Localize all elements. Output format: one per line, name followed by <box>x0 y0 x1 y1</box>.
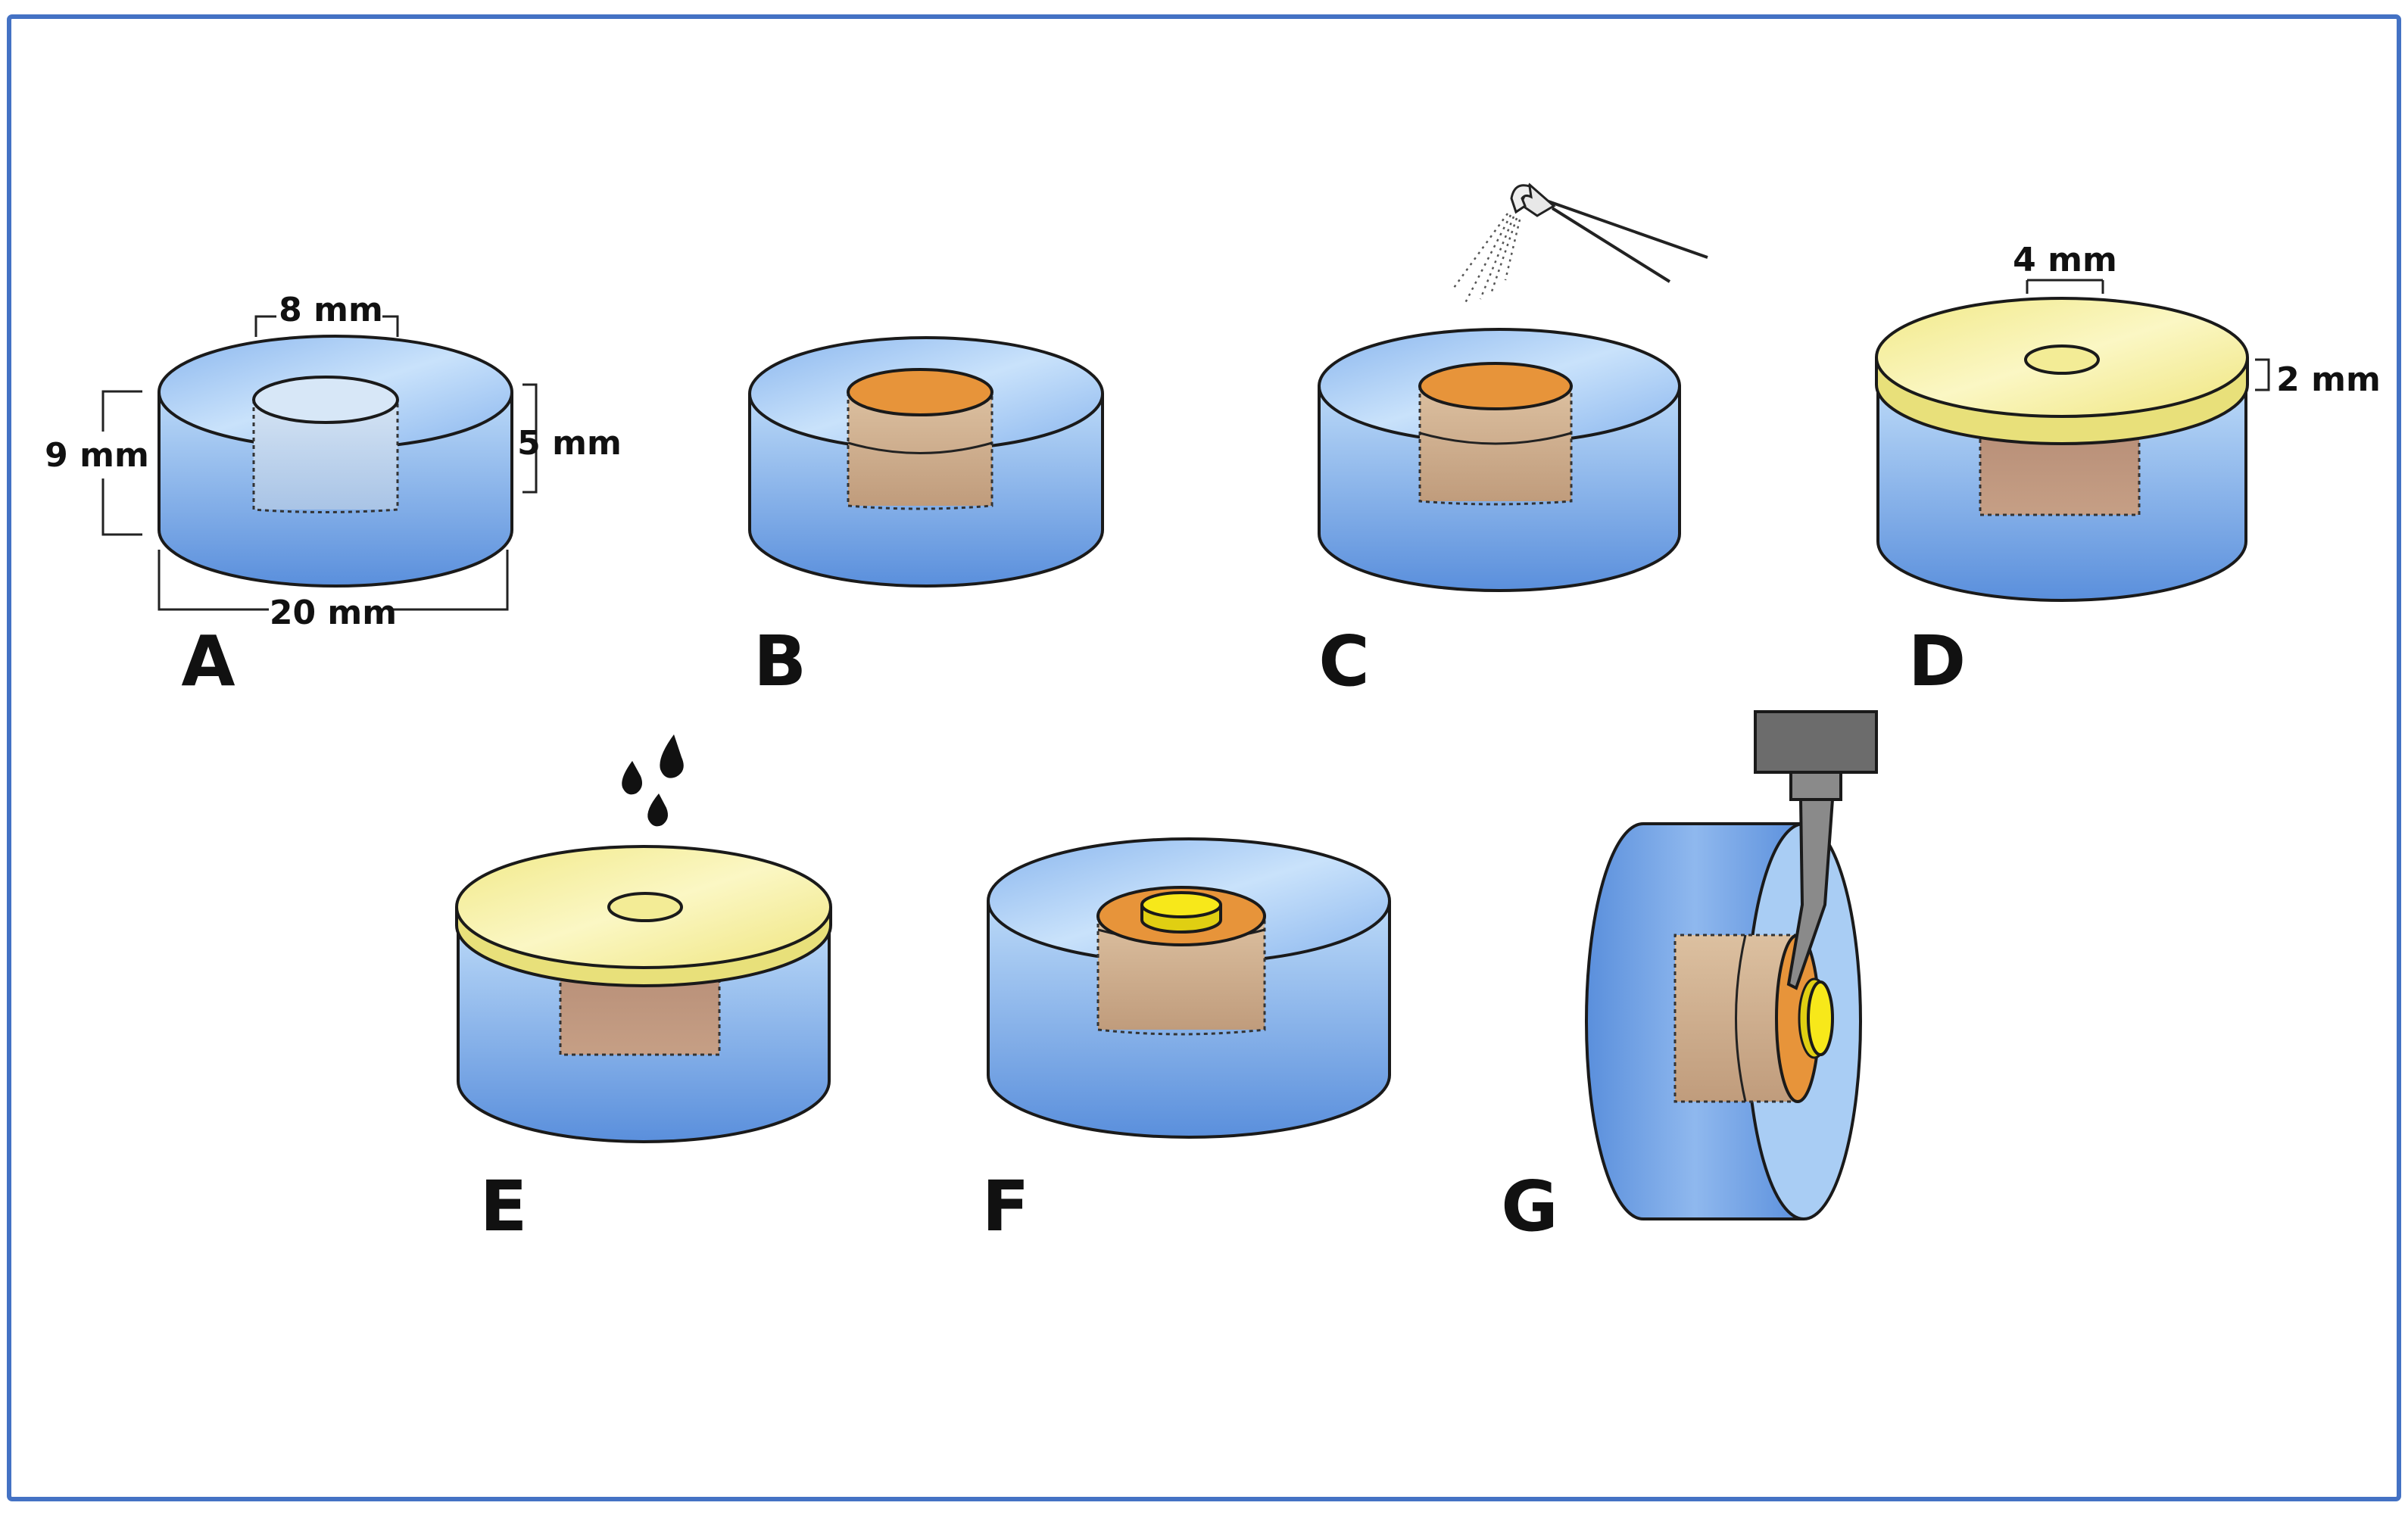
panel-e-adhesive-drops <box>455 734 832 1143</box>
dim-label-20mm: 20 mm <box>270 594 397 632</box>
panel-f-demolded-specimen <box>987 837 1391 1139</box>
dim-label-8mm: 8 mm <box>279 291 383 329</box>
dim-label-4mm: 4 mm <box>2013 241 2117 279</box>
panel-label-f: F <box>982 1166 1030 1247</box>
dim-label-2mm: 2 mm <box>2276 360 2381 399</box>
panel-a-mold-with-dimensions <box>45 294 538 625</box>
panel-label-a: A <box>181 621 235 702</box>
panel-label-c: C <box>1318 621 1370 702</box>
figure-frame <box>7 14 2401 1501</box>
panel-c-air-spray <box>1318 182 1708 592</box>
air-syringe-icon <box>1452 182 1708 304</box>
dim-label-9mm: 9 mm <box>45 436 149 475</box>
shear-blade-icon <box>1754 710 1878 990</box>
panel-label-d: D <box>1908 621 1966 702</box>
panel-b-filled-mold <box>748 336 1104 588</box>
panel-label-g: G <box>1501 1166 1558 1247</box>
dim-label-5mm: 5 mm <box>517 424 622 463</box>
panel-label-e: E <box>480 1166 528 1247</box>
panel-label-b: B <box>753 621 806 702</box>
panel-d-mold-with-disc <box>1875 244 2389 602</box>
panel-g-shear-test <box>1585 710 1878 1220</box>
drops-icon <box>622 734 684 827</box>
